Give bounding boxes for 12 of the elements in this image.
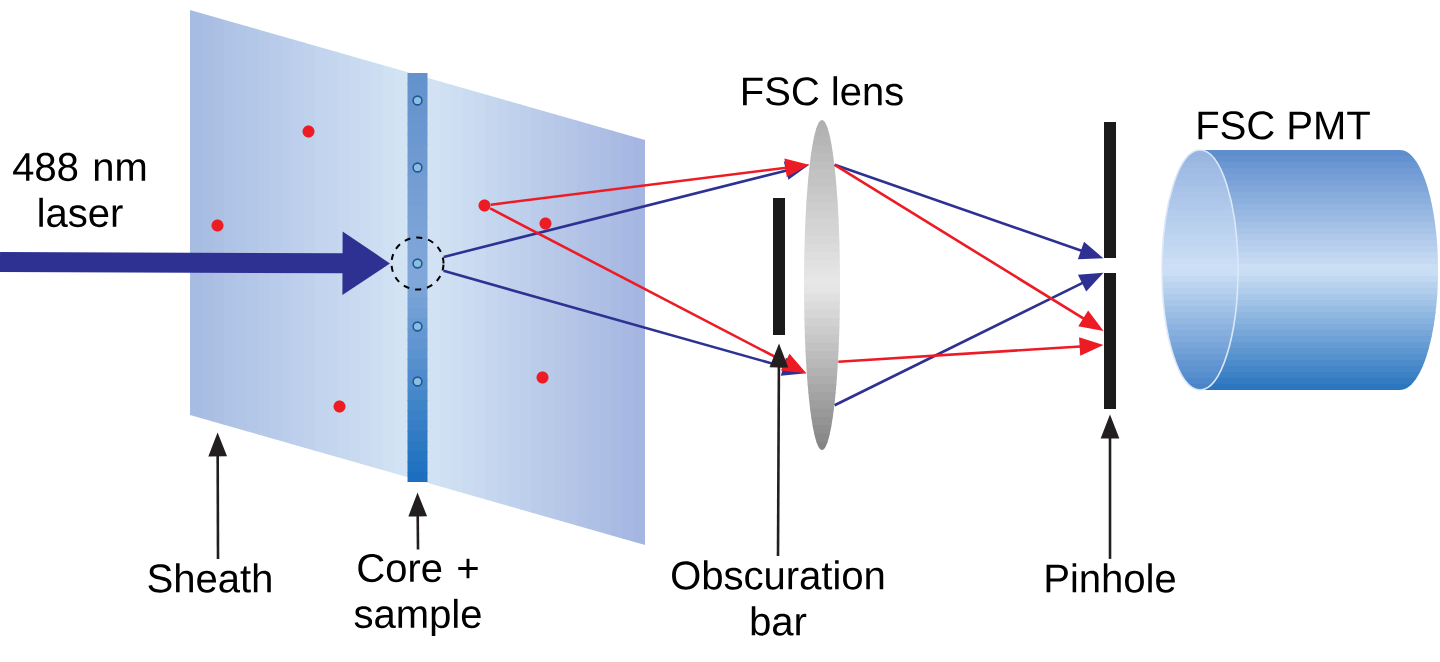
part-label: Obscuration bar: [672, 560, 884, 636]
lens-label: FSC lens: [743, 76, 903, 106]
core-stream: [407, 73, 428, 482]
part-label: Sheath: [148, 563, 271, 593]
sheath-plane: [190, 10, 645, 545]
detector-label: FSC PMT: [1198, 111, 1370, 140]
edge-label: 488 nm laser: [0, 148, 169, 232]
part-label: Pinhole: [1046, 563, 1175, 593]
pinhole-bar: [1104, 273, 1116, 409]
part-label: Core + sample: [354, 553, 481, 637]
pinhole-bar: [1104, 122, 1116, 258]
interrogation-circle: [390, 236, 445, 291]
